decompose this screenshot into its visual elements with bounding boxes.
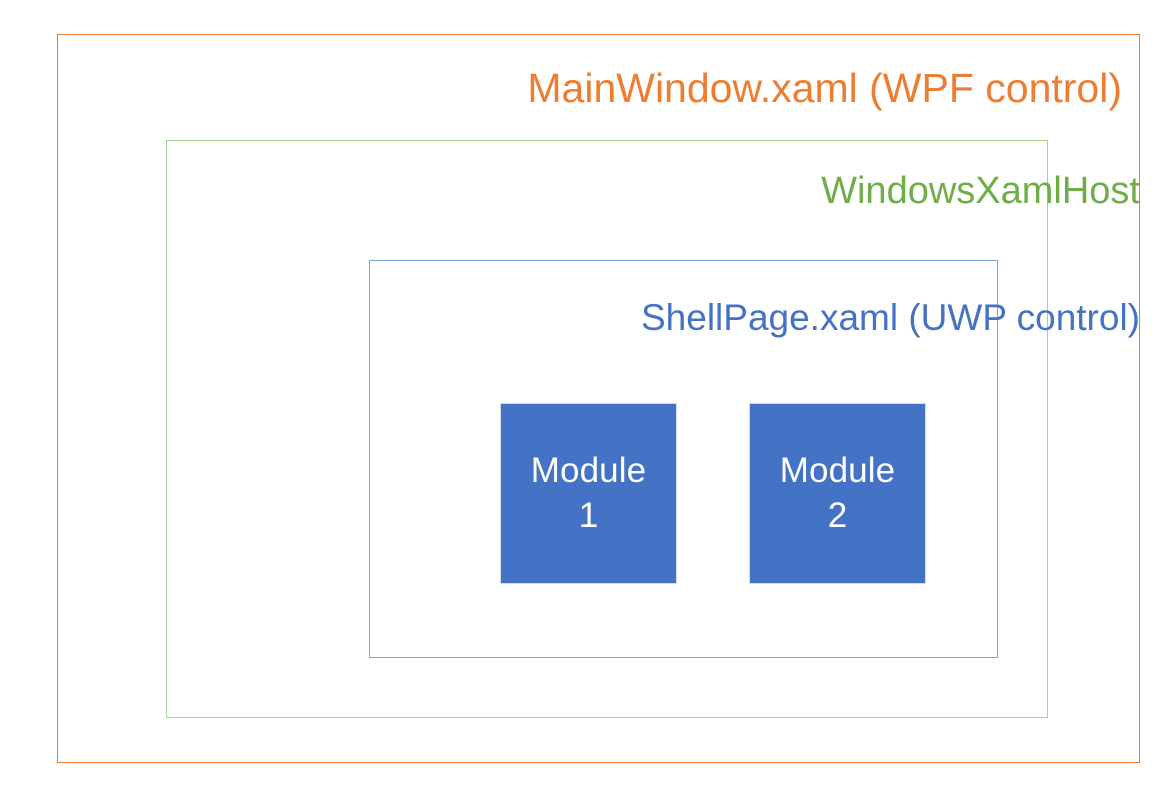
module-2-label-line-2: 2	[827, 495, 848, 535]
module-2-box: Module 2	[749, 403, 926, 584]
mainwindow-xaml-container	[57, 34, 1140, 763]
shellpage-xaml-label: ShellPage.xaml (UWP control)	[641, 297, 1140, 338]
module-1-label-line-2: 1	[578, 495, 599, 535]
windowsxamlhost-label: WindowsXamlHost	[821, 170, 1140, 212]
mainwindow-xaml-label: MainWindow.xaml (WPF control)	[527, 65, 1122, 111]
module-1-box: Module 1	[500, 403, 677, 584]
module-2-label-line-1: Module	[779, 450, 896, 490]
shellpage-xaml-container	[369, 260, 998, 658]
module-1-label-line-1: Module	[530, 450, 647, 490]
windowsxamlhost-container	[166, 140, 1048, 718]
